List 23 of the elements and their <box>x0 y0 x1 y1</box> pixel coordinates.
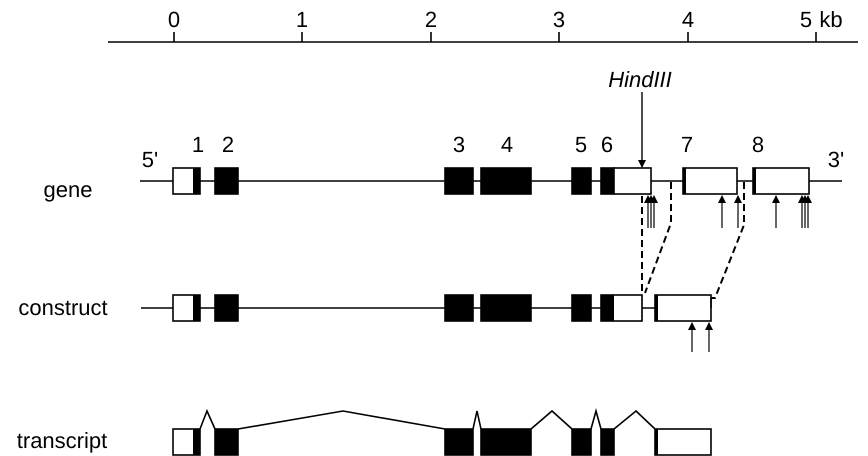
exon-number: 2 <box>222 134 234 156</box>
scale-number: 4 <box>682 9 694 31</box>
exon-number: 6 <box>600 134 614 156</box>
end-label: 5' <box>142 149 158 171</box>
site-label: HindIII <box>608 69 672 91</box>
scale-unit: kb <box>819 9 843 31</box>
exon-number: 8 <box>752 134 764 156</box>
exon-number: 7 <box>680 134 694 156</box>
row-label: transcript <box>16 430 108 452</box>
scale-number: 2 <box>424 9 438 31</box>
scale-number: 0 <box>168 9 180 31</box>
row-label: construct <box>18 297 108 319</box>
exon-number: 4 <box>500 134 514 156</box>
exon-box <box>613 167 652 195</box>
end-label: 3' <box>828 149 844 171</box>
exon-number: 5 <box>574 134 588 156</box>
row-label: gene <box>44 179 92 201</box>
leader-arrow <box>638 92 646 168</box>
scale-number: 3 <box>552 9 566 31</box>
exon-number: 1 <box>192 134 204 156</box>
exon-number: 3 <box>452 134 466 156</box>
scale-number: 5 <box>800 9 812 31</box>
scale-number: 1 <box>296 9 308 31</box>
